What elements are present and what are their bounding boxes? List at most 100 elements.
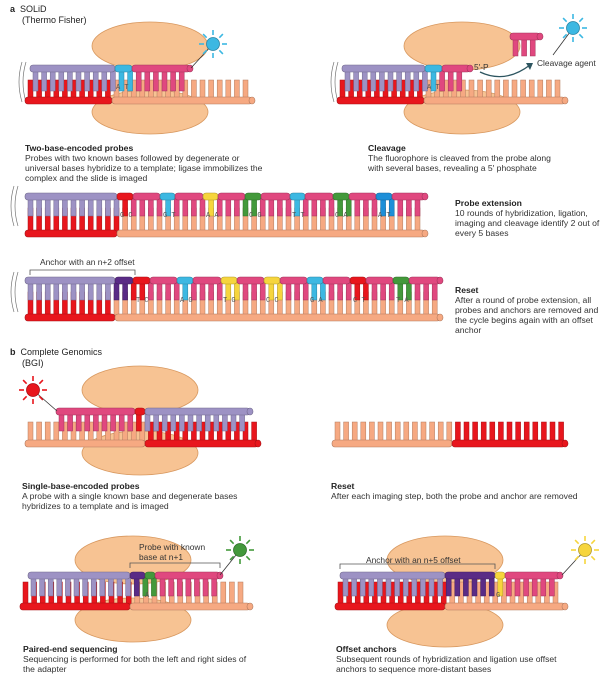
base-tooth: [503, 79, 509, 99]
base-tooth: [156, 282, 163, 301]
caption-title: Offset anchors: [336, 644, 397, 654]
base-tooth: [113, 198, 120, 217]
backbone-segment: [423, 96, 566, 105]
base-tooth: [156, 198, 163, 217]
base-tooth: [96, 198, 103, 217]
base-tooth: [320, 282, 326, 301]
probe-anchor-strand: [29, 64, 194, 92]
base-tooth: [342, 577, 349, 597]
ray: [229, 539, 235, 545]
base-tooth: [234, 79, 240, 99]
ray: [22, 379, 28, 385]
base-tooth: [151, 577, 157, 597]
base-tooth: [454, 577, 461, 597]
base-pair-text: A A: [206, 212, 219, 220]
base-pair-text: C T: [353, 297, 366, 305]
cleavage-arrow: [479, 64, 531, 78]
ray: [574, 555, 580, 561]
caption-line: A probe with a single known base and deg…: [22, 491, 238, 501]
backbone-segment: [322, 276, 351, 285]
base-tooth: [191, 79, 197, 99]
base-tooth: [239, 413, 245, 432]
backbone-segment: [289, 192, 306, 201]
base-tooth: [363, 198, 369, 217]
base-tooth: [554, 79, 561, 99]
base-tooth: [222, 413, 228, 432]
base-tooth: [234, 282, 240, 301]
base-tooth: [136, 413, 142, 432]
backbone-segment: [114, 313, 441, 322]
base-pair-text: G C: [120, 212, 133, 220]
backbone-end: [421, 192, 429, 201]
base-tooth: [32, 70, 39, 92]
backbone-segment: [29, 64, 116, 73]
base-pair-text: T T: [292, 212, 305, 220]
backbone-segment: [149, 276, 178, 285]
base-tooth: [268, 198, 275, 217]
base-tooth: [412, 421, 418, 442]
backbone-end: [561, 96, 569, 105]
base-tooth: [359, 577, 366, 597]
base-tooth: [363, 282, 369, 301]
base-tooth: [216, 79, 223, 99]
phosphate-label: 5′-P: [474, 62, 489, 72]
base-tooth: [489, 421, 496, 442]
base-tooth: [485, 79, 492, 99]
base-tooth: [520, 79, 526, 99]
base-tooth: [456, 70, 463, 92]
backbone-segment: [114, 64, 133, 73]
fluorophore-core: [233, 543, 247, 557]
backbone-segment: [24, 313, 116, 322]
base-tooth: [277, 282, 283, 301]
base-tooth: [84, 70, 90, 92]
base-tooth: [84, 413, 91, 432]
base-pair-text: T C: [136, 297, 149, 305]
base-pair-text: G T: [163, 212, 176, 220]
base-pair-text: C G: [249, 212, 262, 220]
base-tooth: [39, 577, 45, 597]
backbone-segment: [55, 407, 136, 416]
backbone-end: [216, 571, 224, 580]
base-tooth: [371, 282, 378, 301]
base-tooth: [242, 282, 249, 301]
base-tooth: [79, 282, 85, 301]
base-tooth: [75, 413, 82, 432]
base-tooth: [377, 577, 383, 597]
base-tooth: [93, 413, 99, 432]
base-tooth: [75, 70, 82, 92]
backbone-segment: [27, 571, 131, 580]
base-tooth: [118, 413, 125, 432]
base-tooth: [437, 421, 444, 442]
base-tooth: [471, 577, 478, 597]
base-tooth: [237, 581, 244, 605]
base-tooth: [404, 70, 411, 92]
base-tooth: [549, 577, 555, 597]
base-tooth: [379, 70, 385, 92]
backbone-segment: [441, 64, 471, 73]
base-tooth: [413, 70, 420, 92]
base-tooth: [447, 70, 454, 92]
fluorophore-core: [578, 543, 592, 557]
caption-line: hybridizes to a template and is imaged: [22, 501, 169, 511]
anchor-offset-label: Anchor with an n+2 offset: [40, 257, 135, 267]
base-tooth: [521, 38, 527, 57]
backbone-segment: [332, 192, 350, 201]
base-tooth: [191, 198, 197, 217]
base-tooth: [549, 421, 556, 442]
base-tooth: [386, 421, 392, 442]
backbone-end: [536, 32, 544, 41]
caption-line: the adapter: [23, 664, 67, 674]
bracket: [29, 269, 136, 275]
backbone-segment: [509, 32, 541, 41]
base-tooth: [127, 413, 134, 432]
base-tooth: [53, 282, 60, 301]
base-tooth: [196, 413, 202, 432]
ray: [202, 33, 208, 39]
caption-line: imaging and cleavage identify 2 out of: [455, 218, 600, 228]
backbone-end: [254, 439, 262, 448]
